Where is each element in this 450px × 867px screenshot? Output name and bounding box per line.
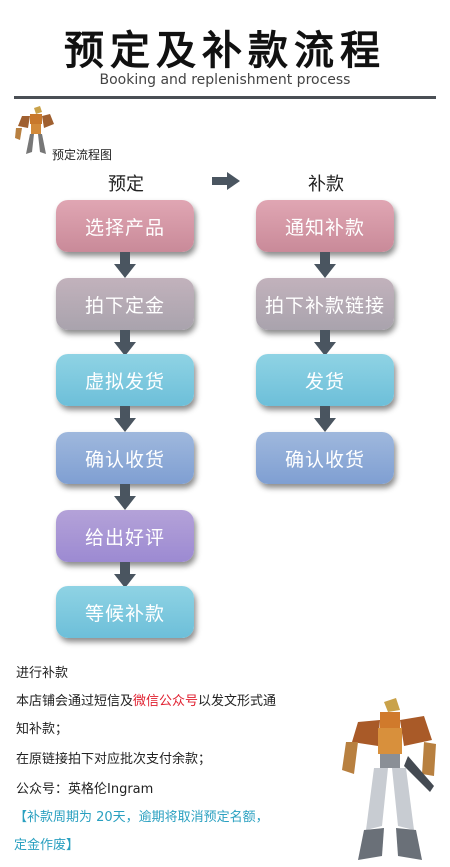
- robot-illustration-icon: [342, 698, 436, 860]
- info-line-3: 在原链接拍下对应批次支付余款；: [16, 752, 212, 767]
- booking-step-3: 虚拟发货: [56, 354, 194, 406]
- info-line-2: 知补款；: [16, 722, 69, 737]
- robot-small-icon: [15, 106, 54, 154]
- booking-step-1: 选择产品: [56, 200, 194, 252]
- column-head-booking: 预定: [108, 174, 144, 195]
- booking-step-5: 给出好评: [56, 510, 194, 562]
- page-subtitle: Booking and replenishment process: [99, 72, 351, 88]
- down-arrow-icon: [314, 330, 336, 356]
- down-arrow-icon: [114, 562, 136, 588]
- page-title: 预定及补款流程: [64, 28, 386, 74]
- payment-step-1: 通知补款: [256, 200, 394, 252]
- flowchart-label: 预定流程图: [52, 148, 113, 162]
- down-arrow-icon: [314, 252, 336, 278]
- payment-step-4: 确认收货: [256, 432, 394, 484]
- info-line-1: 本店铺会通过短信及微信公众号以发文形式通: [16, 690, 276, 709]
- info-line-4: 公众号：英格伦Ingram: [16, 782, 154, 797]
- info-line-1-after: 以发文形式通: [198, 694, 277, 709]
- right-arrow-icon: [212, 172, 240, 190]
- booking-step-6: 等候补款: [56, 586, 194, 638]
- notice-line-2: 定金作废】: [14, 838, 80, 853]
- info-line-1-before: 本店铺会通过短信及: [16, 694, 134, 709]
- down-arrow-icon: [114, 330, 136, 356]
- booking-step-4: 确认收货: [56, 432, 194, 484]
- column-head-payment: 补款: [308, 174, 344, 195]
- info-line-1-highlight: 微信公众号: [133, 694, 199, 709]
- payment-step-2: 拍下补款链接: [256, 278, 394, 330]
- notice-line-1: 【补款周期为 20天，逾期将取消预定名额，: [14, 810, 269, 825]
- down-arrow-icon: [314, 406, 336, 432]
- booking-step-2: 拍下定金: [56, 278, 194, 330]
- header-divider: [14, 96, 436, 99]
- info-heading: 进行补款: [16, 666, 69, 681]
- down-arrow-icon: [114, 406, 136, 432]
- down-arrow-icon: [114, 484, 136, 510]
- down-arrow-icon: [114, 252, 136, 278]
- payment-step-3: 发货: [256, 354, 394, 406]
